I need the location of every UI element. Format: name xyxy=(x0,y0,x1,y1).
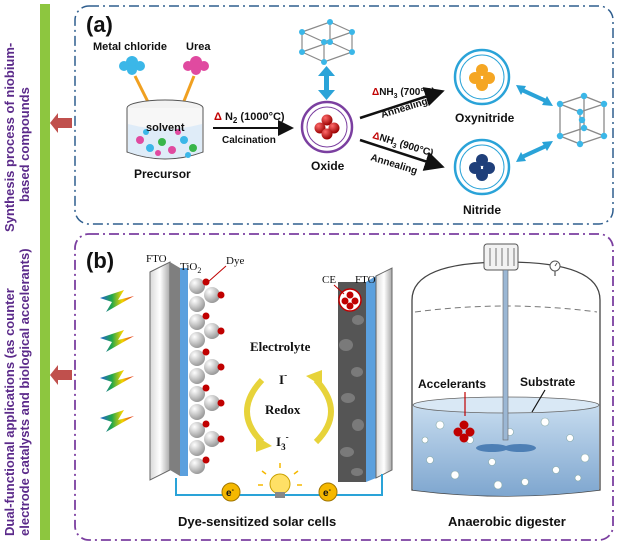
redox-arrow-left-head xyxy=(256,436,272,452)
i-minus-label: I- xyxy=(279,370,287,387)
substrate-label: Substrate xyxy=(520,375,576,389)
double-arrow-vertical xyxy=(318,66,335,100)
i-minus-sup: - xyxy=(284,370,287,380)
delta-symbol-1: Δ xyxy=(214,111,222,123)
delta-symbol-2: Δ xyxy=(372,87,379,98)
accelerants-particle-icon xyxy=(453,420,475,443)
electron-left-label: e- xyxy=(226,487,235,499)
precursor-beaker-icon xyxy=(126,99,204,160)
n2-sub: 2 xyxy=(233,116,238,125)
i3-label: I3- xyxy=(276,432,289,452)
panel-b-border xyxy=(74,233,614,541)
precursor-label: Precursor xyxy=(134,167,191,181)
nh3-900-text: NH xyxy=(378,132,395,147)
side-arrow-a xyxy=(50,113,72,133)
i3-sub: 3 xyxy=(281,442,286,452)
panel-a-label: (a) xyxy=(86,12,113,37)
counter-electrode xyxy=(338,267,393,482)
solvent-label: solvent xyxy=(146,122,185,134)
i-minus-text: I xyxy=(279,372,284,387)
urea-label: Urea xyxy=(186,41,211,53)
electron-right-text: e xyxy=(323,488,329,499)
delta-symbol-3: Δ xyxy=(371,130,381,143)
electrolyte-label: Electrolyte xyxy=(250,339,311,354)
left-green-bar xyxy=(40,4,50,540)
n2-temp: (1000°C) xyxy=(237,111,285,123)
accelerants-label: Accelerants xyxy=(418,377,486,391)
urea-molecule-icon xyxy=(183,56,209,75)
electron-left-text: e xyxy=(226,488,232,499)
redox-arrow-right xyxy=(313,377,334,445)
stirrer-motor-icon xyxy=(476,243,536,452)
tio2-label: TiO2 xyxy=(180,261,201,275)
oxynitride-sphere-icon xyxy=(453,48,511,106)
nh3-700-text: NH xyxy=(379,87,393,98)
dye-label: Dye xyxy=(226,255,244,267)
oxide-sphere-icon xyxy=(300,100,354,154)
light-bulb-icon xyxy=(258,463,302,498)
sunlight-bolt-icons xyxy=(100,290,134,432)
electron-right-sup: - xyxy=(329,487,332,494)
substrate-pointer xyxy=(531,389,546,413)
nh3-900-temp: (900°C) xyxy=(396,138,435,159)
i3-sup: - xyxy=(286,432,289,442)
redox-arrow-right-head xyxy=(306,370,322,386)
nh3-700-label: ΔNH3 (700°C) xyxy=(372,87,435,100)
ce-label: CE xyxy=(322,274,336,286)
annealing-label-upper: Annealing xyxy=(380,96,429,121)
annealing-arrow-lower xyxy=(359,138,445,171)
dssc-title: Dye-sensitized solar cells xyxy=(178,514,336,529)
crystal-lattice-icon-top xyxy=(299,19,355,65)
crystal-lattice-icon-right xyxy=(556,92,608,148)
delta-n2: Δ N2 (1000°C) xyxy=(214,111,285,125)
tio2-sub: 2 xyxy=(197,266,201,275)
pressure-gauge-icon xyxy=(549,260,561,276)
double-arrow-upper xyxy=(516,85,553,106)
redox-arrow-left xyxy=(244,377,265,445)
electron-icon-left xyxy=(221,482,241,502)
electron-icon-right xyxy=(318,482,338,502)
double-arrow-lower xyxy=(516,141,553,162)
nh3-900-sub: 3 xyxy=(391,142,397,150)
electron-right-label: e- xyxy=(323,487,332,499)
metal-chloride-label: Metal chloride xyxy=(93,41,167,53)
n2-label: N xyxy=(225,111,233,123)
metal-chloride-molecule-icon xyxy=(119,56,145,75)
nitride-label: Nitride xyxy=(463,203,501,217)
photoanode-electrode xyxy=(149,261,188,481)
ce-catalyst-marker-icon xyxy=(338,288,362,312)
nh3-700-sub: 3 xyxy=(394,93,398,100)
annealing-arrow-upper xyxy=(359,87,445,120)
oxynitride-label: Oxynitride xyxy=(455,111,515,125)
fto-right-label: FTO xyxy=(355,274,376,286)
i3-text: I xyxy=(276,434,281,449)
digester-title: Anaerobic digester xyxy=(448,514,566,529)
panel-a-border xyxy=(74,5,614,225)
calcination-label: Calcination xyxy=(222,135,276,146)
side-arrow-b xyxy=(50,365,72,385)
ce-pointer xyxy=(333,284,345,295)
oxide-label: Oxide xyxy=(311,159,345,173)
redox-label: Redox xyxy=(265,402,301,417)
nitride-sphere-icon xyxy=(453,138,511,196)
nh3-700-temp: (700°C) xyxy=(398,87,435,98)
panel-b-label: (b) xyxy=(86,248,114,273)
tio2-dye-particles xyxy=(189,278,225,474)
fto-left-label: FTO xyxy=(146,253,167,265)
electron-left-sup: - xyxy=(232,487,235,494)
tio2-text: TiO xyxy=(180,261,197,273)
dye-pointer xyxy=(207,265,227,283)
